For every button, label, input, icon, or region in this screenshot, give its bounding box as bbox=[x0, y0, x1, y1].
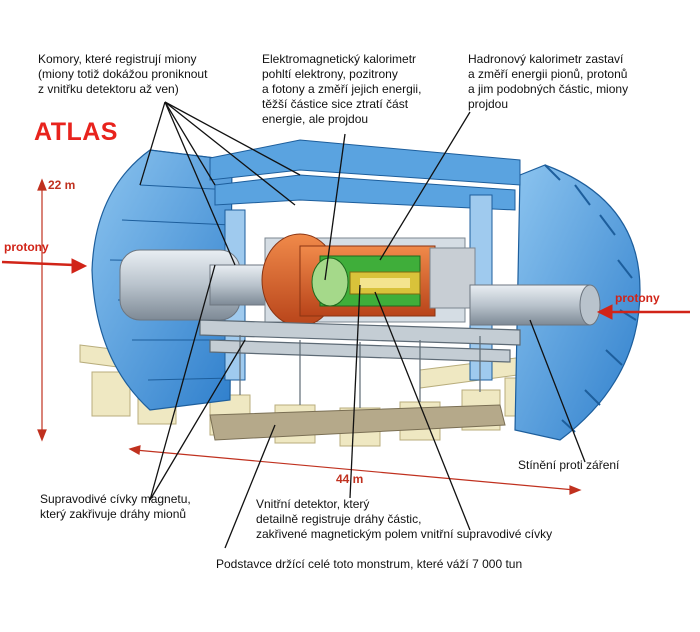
leader-lines bbox=[139, 101, 586, 549]
lower-frame bbox=[199, 319, 521, 408]
label-em-calorimeter: Elektromagnetický kalorimetr pohltí elek… bbox=[262, 52, 422, 126]
label-inner-detector: Vnitřní detektor, který detailně registr… bbox=[256, 497, 553, 541]
calorimeter-barrel bbox=[261, 233, 476, 327]
label-support: Podstavce držící celé toto monstrum, kte… bbox=[216, 557, 523, 571]
beam-label-left: protony bbox=[4, 240, 49, 254]
label-magnet-coils: Supravodivé cívky magnetu, který zakřivu… bbox=[40, 492, 191, 521]
atlas-title: ATLAS bbox=[34, 118, 118, 146]
height-arrow bbox=[37, 178, 47, 442]
label-muon-chambers: Komory, které registrují miony (miony to… bbox=[38, 52, 208, 96]
right-beam-pipe bbox=[469, 284, 601, 326]
proton-beam-arrows bbox=[1, 258, 690, 320]
beam-label-right: protony bbox=[615, 291, 660, 305]
left-beam-cylinder bbox=[119, 249, 271, 321]
label-hadron-calorimeter: Hadronový kalorimetr zastaví a změří ene… bbox=[468, 52, 629, 111]
base-rails bbox=[209, 404, 506, 441]
length-arrow bbox=[128, 445, 582, 495]
label-radiation-shield: Stínění proti záření bbox=[518, 458, 620, 472]
height-label: 22 m bbox=[48, 178, 76, 192]
length-label: 44 m bbox=[336, 472, 364, 486]
